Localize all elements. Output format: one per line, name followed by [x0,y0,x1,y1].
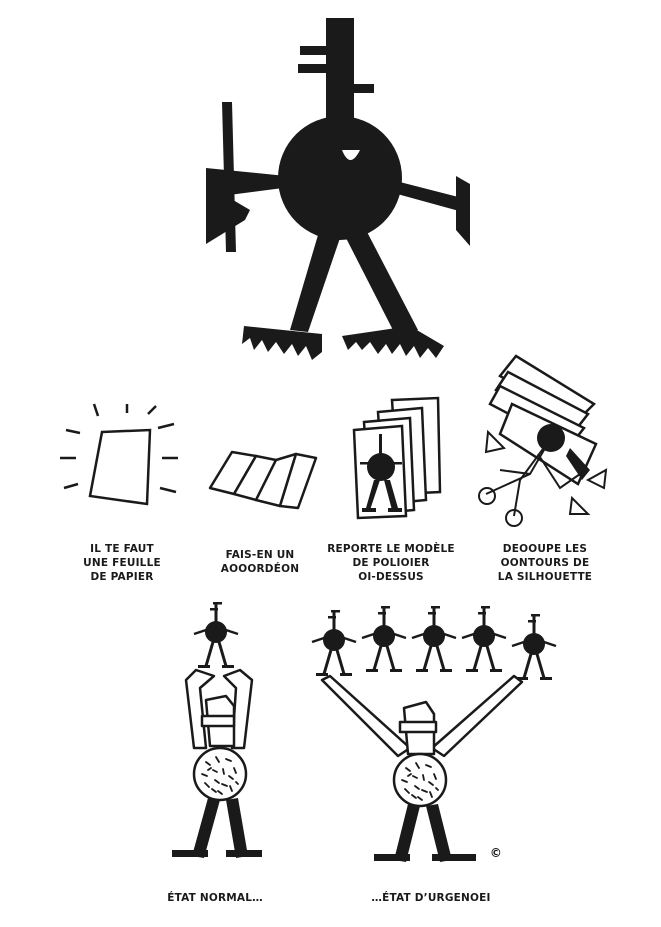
scissors-cut-icon [478,354,608,527]
sheet-of-paper-icon [60,403,178,506]
normal-state-scene [172,600,262,858]
normal-state-label: ÉTAT NORMAL… [167,892,263,904]
accordion-fold-icon [208,450,318,510]
emergency-state-scene [310,604,558,862]
main-silhouette-figure [206,18,470,360]
emergency-state-label: …ÉTAT D’URGENOEI [371,892,491,904]
trace-template-icon [352,396,442,520]
copyright-mark: © [489,846,503,860]
